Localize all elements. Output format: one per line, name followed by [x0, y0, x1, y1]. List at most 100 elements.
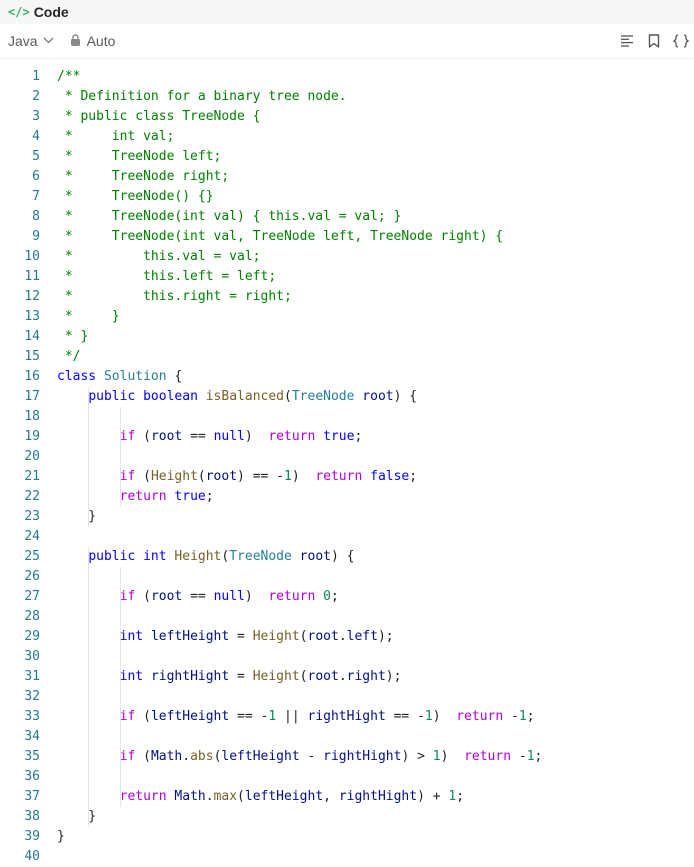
code-text: if (leftHeight == -1 || rightHight == -1… [57, 707, 694, 727]
line-number: 28 [24, 609, 40, 624]
code-line: 10 * this.val = val; [0, 247, 694, 267]
code-token: 1 [268, 709, 277, 724]
code-token: == - [385, 709, 425, 724]
code-token: ( [237, 789, 245, 804]
line-number: 16 [24, 369, 40, 384]
braces-icon[interactable] [672, 32, 690, 50]
line-number: 1 [32, 69, 40, 84]
indent-guide [88, 447, 90, 467]
code-text: * TreeNode(int val, TreeNode left, TreeN… [57, 227, 694, 247]
indent-guide [88, 507, 90, 527]
code-token: ; [456, 789, 465, 804]
indent-guide [88, 647, 90, 667]
indent-guide [88, 807, 90, 827]
code-line: 13 * } [0, 307, 694, 327]
code-token: = [229, 629, 253, 644]
code-token: public [88, 549, 136, 564]
language-select[interactable]: Java [8, 33, 54, 49]
code-token: if [119, 589, 136, 604]
code-token: leftHeight [150, 629, 230, 644]
code-token: root [299, 549, 331, 564]
code-token: ( [284, 389, 292, 404]
code-line: 14 * } [0, 327, 694, 347]
code-icon: </> [8, 5, 30, 19]
indent-guide [119, 567, 121, 587]
code-token: * TreeNode right; [57, 169, 230, 184]
code-token: root [307, 669, 339, 684]
code-editor[interactable]: 1/**2 * Definition for a binary tree nod… [0, 59, 694, 867]
code-token: . [338, 629, 347, 644]
code-token: root [150, 429, 183, 444]
code-token: * this.val = val; [57, 249, 261, 264]
code-token: ; [354, 429, 363, 444]
line-number: 20 [24, 449, 40, 464]
code-token: boolean [143, 389, 198, 404]
code-token: Math [174, 789, 206, 804]
line-number: 23 [24, 509, 40, 524]
code-line: 40 [0, 847, 694, 867]
bookmark-icon[interactable] [645, 32, 663, 50]
code-token: . [338, 669, 347, 684]
code-line: 19 if (root == null) return true; [0, 427, 694, 447]
code-line: 11 * this.left = left; [0, 267, 694, 287]
code-token: ( [135, 709, 151, 724]
line-number: 18 [24, 409, 40, 424]
code-token: leftHeight [150, 709, 230, 724]
code-token: ) > [401, 749, 433, 764]
line-number: 9 [32, 229, 40, 244]
code-line: 36 [0, 767, 694, 787]
code-token: root [150, 589, 183, 604]
code-line: 3 * public class TreeNode { [0, 107, 694, 127]
format-icon[interactable] [618, 32, 636, 50]
code-text: * int val; [57, 127, 694, 147]
code-token: ) + [417, 789, 449, 804]
line-number: 34 [24, 729, 40, 744]
code-token: . [205, 789, 214, 804]
code-token: left [346, 629, 378, 644]
code-line: 24 [0, 527, 694, 547]
code-token: right [346, 669, 386, 684]
chevron-down-icon [43, 36, 54, 47]
code-token: ) { [330, 549, 355, 564]
code-line: 12 * this.right = right; [0, 287, 694, 307]
lock-icon [70, 33, 81, 49]
code-text: */ [57, 347, 694, 367]
code-token [315, 429, 323, 444]
toolbar-actions [609, 24, 690, 58]
indent-guide [88, 707, 90, 727]
code-token: == - [229, 709, 269, 724]
line-number: 6 [32, 169, 40, 184]
code-line: 37 return Math.max(leftHeight, rightHigh… [0, 787, 694, 807]
indent-guide [88, 687, 90, 707]
code-text [57, 687, 694, 707]
code-token: ; [205, 489, 214, 504]
code-token: public [88, 389, 136, 404]
code-line: 22 return true; [0, 487, 694, 507]
code-line: 6 * TreeNode right; [0, 167, 694, 187]
code-token: { [166, 369, 183, 384]
code-token: return [119, 789, 167, 804]
line-number: 26 [24, 569, 40, 584]
code-text [57, 407, 694, 427]
code-token: * } [57, 329, 89, 344]
code-text: return Math.max(leftHeight, rightHight) … [57, 787, 694, 807]
indent-guide [119, 707, 121, 727]
code-line: 32 [0, 687, 694, 707]
auto-mode[interactable]: Auto [70, 33, 115, 49]
indent-guide [88, 727, 90, 747]
indent-guide [119, 767, 121, 787]
indent-guide [88, 767, 90, 787]
code-token: true [174, 489, 206, 504]
code-token: = [229, 669, 253, 684]
line-number: 32 [24, 689, 40, 704]
code-token: * this.right = right; [57, 289, 292, 304]
indent-guide [119, 727, 121, 747]
code-text: * this.right = right; [57, 287, 694, 307]
code-token: - [503, 709, 519, 724]
code-token: * TreeNode() {} [57, 189, 214, 204]
code-token: ( [135, 589, 151, 604]
code-line: 21 if (Height(root) == -1) return false; [0, 467, 694, 487]
code-token: return [268, 429, 316, 444]
code-text: * TreeNode right; [57, 167, 694, 187]
code-text [57, 567, 694, 587]
